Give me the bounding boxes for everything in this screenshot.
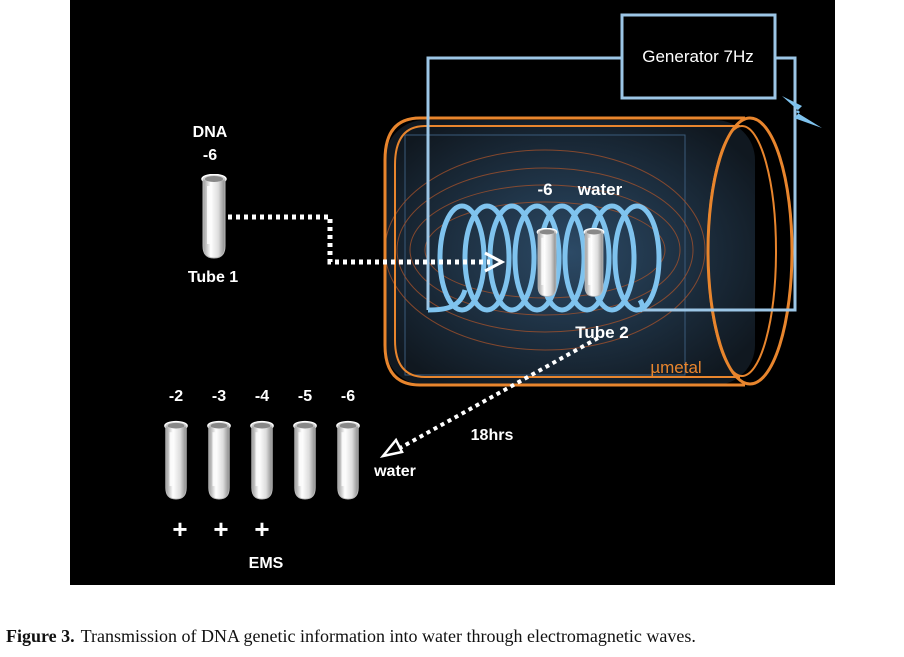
- coil-dilution-label: -6: [537, 180, 552, 199]
- dna-label: DNA: [193, 124, 228, 141]
- result-tube-dilution: -5: [298, 388, 312, 405]
- test-tube-icon: [536, 228, 558, 298]
- lightning-icon: [782, 96, 822, 128]
- mu-metal-label: µmetal: [650, 358, 701, 377]
- result-tube-sign: +: [213, 514, 228, 544]
- generator-circuit: [426, 56, 797, 312]
- ems-label: EMS: [249, 555, 284, 572]
- test-tube-icon: [164, 420, 188, 500]
- result-tube-group: -2 -3 -4 -5 -6 + + +: [164, 388, 360, 544]
- test-tube-icon: [250, 420, 274, 500]
- test-tube-icon: [583, 228, 605, 298]
- tube-2-label: Tube 2: [575, 323, 629, 342]
- test-tube-icon: [201, 174, 227, 259]
- diagram-figure: Generator 7Hz -6 water Tube 2 µmetal DNA…: [70, 0, 835, 585]
- coil-water-label: water: [577, 180, 623, 199]
- test-tube-icon: [207, 420, 231, 500]
- result-tube-dilution: -4: [255, 388, 269, 405]
- generator-label: Generator 7Hz: [642, 47, 754, 66]
- test-tube-icon: [293, 420, 317, 500]
- coil-icon: [427, 203, 662, 313]
- result-tube-dilution: -3: [212, 388, 226, 405]
- tube-1-label: Tube 1: [188, 269, 238, 286]
- transfer-water-label: water: [373, 463, 416, 480]
- arrow-icon: [228, 214, 506, 273]
- caption-text: Transmission of DNA genetic information …: [80, 626, 696, 646]
- arrow-icon: [379, 336, 599, 458]
- result-tube-sign: +: [254, 514, 269, 544]
- test-tube-icon: [336, 420, 360, 500]
- result-tube-sign: +: [172, 514, 187, 544]
- figure-caption: Figure 3.Transmission of DNA genetic inf…: [6, 626, 898, 647]
- caption-label: Figure 3.: [6, 626, 75, 646]
- result-tube-dilution: -6: [341, 388, 355, 405]
- result-tube-dilution: -2: [169, 388, 183, 405]
- generator-box: Generator 7Hz: [620, 13, 777, 100]
- transfer-time-label: 18hrs: [471, 427, 514, 444]
- dna-dilution-label: -6: [203, 147, 217, 164]
- mu-metal-cylinder: [383, 116, 794, 387]
